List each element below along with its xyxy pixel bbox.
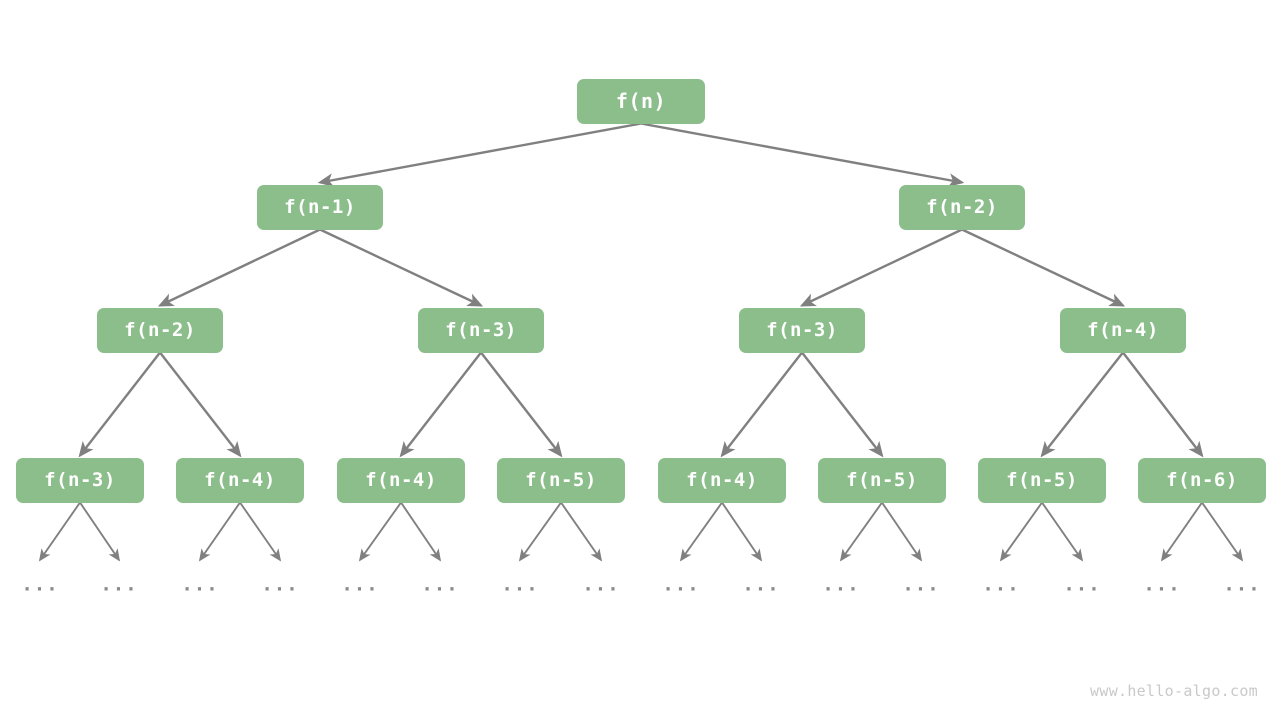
- tree-node[interactable]: f(n-4): [176, 457, 304, 503]
- tree-node-label: f(n-2): [926, 196, 998, 218]
- tree-node-label: f(n-4): [365, 469, 437, 491]
- tree-node[interactable]: f(n-4): [1060, 307, 1186, 353]
- tree-edge: [881, 501, 923, 562]
- tree-edge: [518, 501, 562, 562]
- tree-node[interactable]: f(n-2): [97, 307, 223, 353]
- tree-edge: [999, 501, 1043, 562]
- tree-edge: [159, 351, 242, 458]
- tree-edge: [799, 228, 963, 307]
- tree-edge: [157, 228, 321, 307]
- tree-edge: [1041, 501, 1084, 562]
- ellipsis-marker: ...: [181, 573, 219, 596]
- tree-node[interactable]: f(n-3): [418, 307, 544, 353]
- tree-edge: [400, 501, 442, 562]
- tree-edge: [1160, 501, 1203, 562]
- ellipsis-marker: ...: [261, 573, 299, 596]
- tree-node[interactable]: f(n-3): [16, 457, 144, 503]
- watermark: www.hello-algo.com: [1090, 682, 1258, 700]
- tree-node[interactable]: f(n-3): [739, 307, 865, 353]
- tree-node[interactable]: f(n-2): [899, 184, 1025, 230]
- tree-node-label: f(n-5): [1006, 469, 1078, 491]
- tree-edge: [319, 228, 484, 307]
- tree-node-label: f(n-4): [686, 469, 758, 491]
- tree-edge: [1201, 501, 1244, 562]
- tree-node-label: f(n-3): [445, 319, 517, 341]
- tree-node-label: f(n-2): [124, 319, 196, 341]
- tree-edge: [720, 351, 803, 458]
- tree-node-label: f(n-4): [204, 469, 276, 491]
- tree-node-label: f(n): [615, 89, 667, 113]
- tree-edge: [399, 351, 482, 458]
- tree-edge: [1122, 351, 1204, 458]
- tree-edge: [239, 501, 282, 562]
- tree-edge: [560, 501, 603, 562]
- tree-edge: [839, 501, 883, 562]
- ellipsis-marker: ...: [1143, 573, 1181, 596]
- tree-edge: [317, 122, 642, 187]
- tree-edge: [721, 501, 763, 562]
- tree-node[interactable]: f(n-4): [658, 457, 786, 503]
- ellipsis-marker: ...: [582, 573, 620, 596]
- ellipsis-marker: ...: [421, 573, 459, 596]
- tree-node-label: f(n-1): [284, 196, 356, 218]
- tree-edge: [961, 228, 1126, 307]
- tree-edge: [198, 501, 241, 562]
- ellipsis-marker: ...: [21, 573, 59, 596]
- tree-node[interactable]: f(n-5): [497, 457, 625, 503]
- tree-node-label: f(n-4): [1087, 319, 1159, 341]
- tree-edge: [801, 351, 884, 458]
- ellipsis-marker: ...: [662, 573, 700, 596]
- ellipsis-marker: ...: [982, 573, 1020, 596]
- tree-node-label: f(n-5): [525, 469, 597, 491]
- tree-edge: [480, 351, 563, 458]
- ellipsis-marker: ...: [1223, 573, 1261, 596]
- ellipsis-marker: ...: [341, 573, 379, 596]
- tree-node[interactable]: f(n-5): [818, 457, 946, 503]
- tree-node-label: f(n-6): [1166, 469, 1238, 491]
- tree-node-label: f(n-3): [766, 319, 838, 341]
- tree-node[interactable]: f(n-5): [978, 457, 1106, 503]
- tree-edge: [358, 501, 402, 562]
- tree-node[interactable]: f(n-6): [1138, 457, 1266, 503]
- ellipsis-marker: ...: [902, 573, 940, 596]
- tree-edge: [38, 501, 81, 562]
- ellipsis-marker: ...: [100, 573, 138, 596]
- tree-edge: [640, 122, 965, 187]
- tree-edge: [1040, 351, 1124, 458]
- tree-node[interactable]: f(n-1): [257, 184, 383, 230]
- tree-edge: [78, 351, 161, 458]
- ellipsis-marker: ...: [742, 573, 780, 596]
- tree-node-label: f(n-5): [846, 469, 918, 491]
- tree-node[interactable]: f(n-4): [337, 457, 465, 503]
- ellipsis-marker: ...: [822, 573, 860, 596]
- ellipsis-marker: ...: [501, 573, 539, 596]
- ellipsis-marker: ...: [1063, 573, 1101, 596]
- tree-node-label: f(n-3): [44, 469, 116, 491]
- tree-edge: [79, 501, 121, 562]
- tree-node[interactable]: f(n): [577, 78, 705, 124]
- tree-edge: [679, 501, 723, 562]
